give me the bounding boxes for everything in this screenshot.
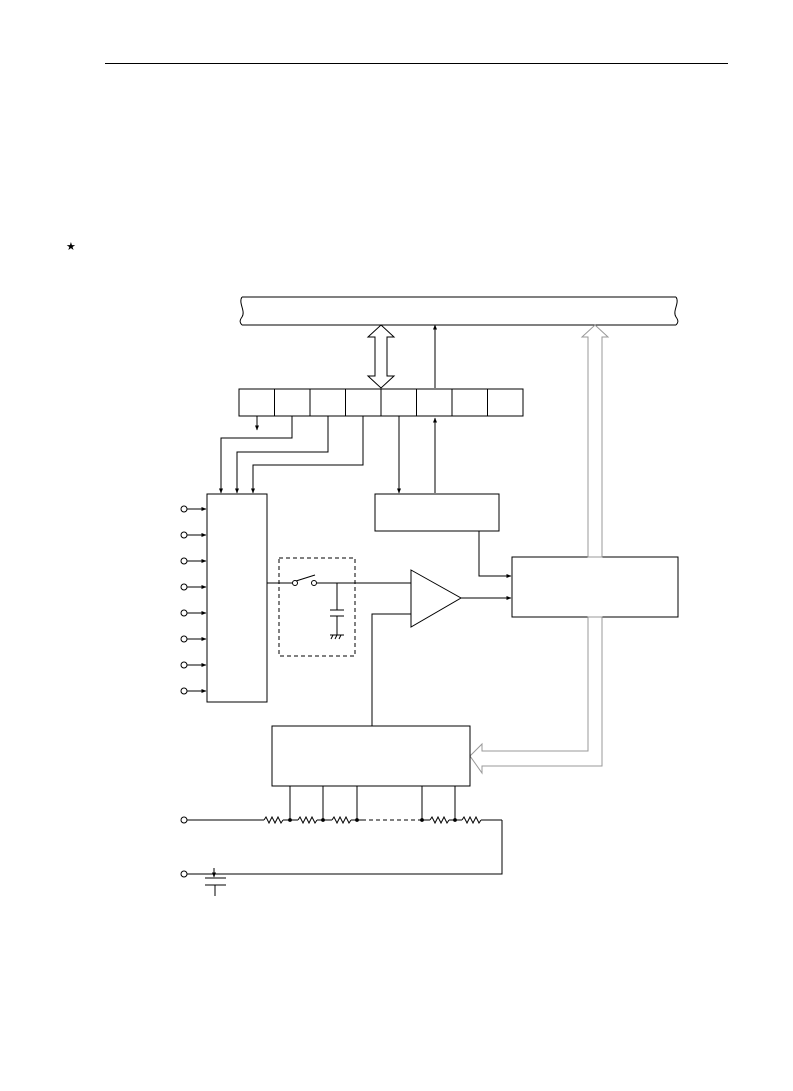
analog-input-pin (180, 609, 188, 617)
resistor (429, 815, 450, 825)
resistor (461, 815, 482, 825)
header-rule (105, 63, 728, 64)
control-to-sar-line (478, 531, 512, 578)
control-circuit-block (374, 493, 500, 532)
analog-input-pin (180, 531, 188, 539)
analog-input-pin (180, 557, 188, 565)
analog-input-pin (180, 661, 188, 669)
register-signal-lines (219, 324, 437, 494)
switch-contact (292, 580, 298, 586)
star-marker: ★ (66, 240, 76, 253)
analog-input-pins (180, 505, 207, 695)
analog-input-pin (180, 687, 188, 695)
analog-input-pin (180, 583, 188, 591)
analog-input-pin (180, 635, 188, 643)
control-register (238, 388, 524, 417)
ground-pin (180, 870, 188, 878)
comparator (371, 569, 512, 726)
resistor-ladder (180, 815, 503, 878)
bidirectional-bus-arrow (366, 324, 396, 389)
tap-selector (271, 725, 471, 787)
input-multiplexer (206, 493, 268, 703)
sar-to-bus-arrow (580, 324, 610, 558)
internal-bus (239, 296, 679, 326)
ground-switch-transistor (205, 868, 226, 896)
tap-lines (288, 786, 457, 822)
reference-voltage-pin (180, 816, 188, 824)
sample-hold-circuit (267, 557, 411, 657)
resistor (297, 815, 318, 825)
analog-input-pin (180, 505, 188, 513)
sar-to-tap-selector-arrow (469, 616, 603, 775)
successive-approximation-register (511, 556, 679, 618)
resistor (263, 815, 284, 825)
resistor (331, 815, 352, 825)
switch-contact (311, 580, 317, 586)
